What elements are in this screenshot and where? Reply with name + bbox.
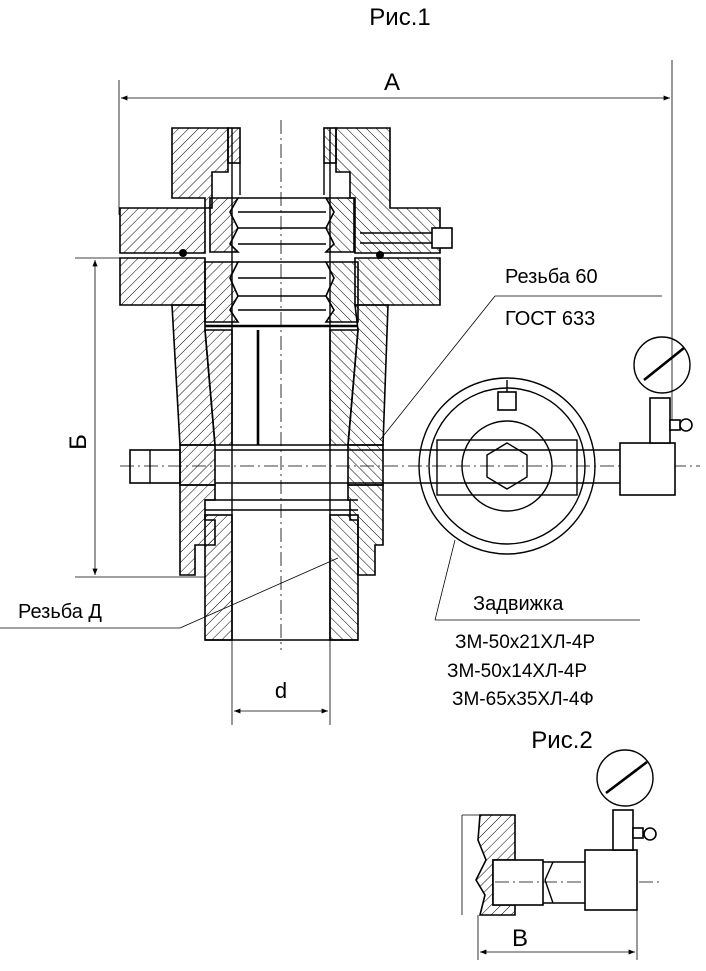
flange-bolt	[179, 227, 453, 259]
valve	[418, 377, 596, 555]
dimension-v: В	[477, 905, 638, 960]
dimension-v-label: В	[512, 925, 528, 952]
top-flange	[119, 127, 441, 254]
figure1-title: Рис.1	[369, 4, 430, 31]
figure2-drawing	[461, 749, 660, 916]
inner-band-lines	[205, 197, 358, 328]
pressure-gauge-icon	[633, 336, 691, 394]
threadD-callout: Резьба Д	[0, 557, 339, 629]
inner-cone	[204, 329, 359, 446]
valve-model-1: ЗМ-50х21ХЛ-4Р	[455, 632, 595, 653]
central-tube	[231, 120, 331, 650]
horizontal-pipe	[120, 444, 700, 486]
tapered-body	[171, 304, 389, 576]
dimension-b-label: Б	[65, 434, 92, 450]
valve-label: Задвижка	[473, 593, 564, 615]
gost-label: ГОСТ 633	[505, 308, 595, 330]
middle-flange	[119, 257, 441, 306]
figure2-title: Рис.2	[531, 727, 592, 754]
dimension-d: d	[231, 640, 331, 725]
thread60-label: Резьба 60	[505, 266, 598, 288]
valve-callout: Задвижка ЗМ-50х21ХЛ-4Р ЗМ-50х14ХЛ-4Р ЗМ-…	[434, 539, 640, 710]
lower-thread	[204, 499, 359, 641]
dimension-d-label: d	[275, 678, 287, 703]
valve-model-3: ЗМ-65х35ХЛ-4Ф	[452, 689, 594, 710]
valve-model-2: ЗМ-50х14ХЛ-4Р	[447, 661, 587, 682]
seal-rings	[204, 197, 359, 323]
thread60-callout: Резьба 60 ГОСТ 633	[379, 266, 662, 441]
gauge-assembly-fig1	[619, 336, 693, 496]
dimension-a-label: А	[384, 69, 400, 96]
left-plug	[129, 444, 216, 486]
threadD-label: Резьба Д	[18, 601, 102, 623]
pressure-gauge-icon-fig2	[596, 749, 654, 807]
dimension-a: А	[118, 60, 673, 430]
